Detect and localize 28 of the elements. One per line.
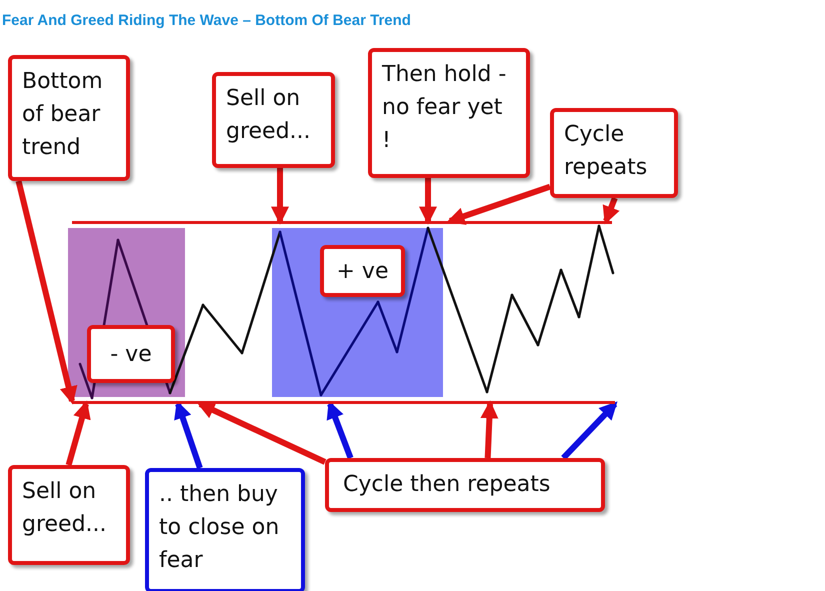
title: Fear And Greed Riding The Wave – Bottom Of Bear Trend	[2, 12, 411, 29]
callout-text: Cycle repeats	[564, 121, 648, 182]
arrow	[602, 196, 620, 224]
callout-text: - ve	[110, 340, 152, 368]
arrow	[446, 184, 551, 225]
callout-text: + ve	[336, 258, 388, 286]
arrow	[196, 401, 326, 465]
callout-text: .. then buy to close on fear	[159, 481, 280, 575]
callout-box	[145, 468, 305, 591]
resistance-line	[72, 221, 612, 224]
callout-box	[368, 48, 530, 178]
support-line	[72, 401, 615, 404]
arrow	[16, 180, 78, 404]
callout-box	[550, 108, 678, 198]
callout-text: Sell on greed...	[22, 478, 108, 539]
callout-box	[8, 465, 130, 565]
arrow	[561, 401, 618, 460]
callout-box	[325, 458, 605, 512]
callout-box	[87, 325, 175, 383]
arrow	[480, 400, 498, 458]
callout-text: Then hold - no fear yet !	[382, 61, 508, 155]
arrow	[326, 400, 354, 460]
callout-box	[320, 245, 405, 297]
callout-text: Cycle then repeats	[343, 471, 552, 499]
callout-box	[212, 72, 335, 168]
callout-box	[8, 55, 130, 181]
callout-text: Sell on greed...	[226, 85, 312, 146]
callout-text: Bottom of bear trend	[22, 68, 104, 162]
